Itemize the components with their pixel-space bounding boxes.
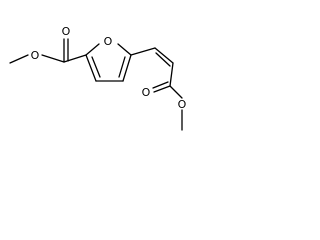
atom-ester1-carbonyl-oxygen: O xyxy=(62,25,71,38)
atom-ring-oxygen: O xyxy=(104,35,113,48)
bond-ring-double-inner-right xyxy=(118,56,126,78)
bond-ester1-to-ring xyxy=(63,54,87,63)
bond-vinyl-to-ester2 xyxy=(169,62,174,87)
bond-c-o-double-ester2-b xyxy=(152,81,169,89)
bond-c-o-double-ester2-a xyxy=(153,85,171,93)
bond-ring-c3-c2 xyxy=(85,54,97,82)
bond-ring-double-inner-left xyxy=(91,56,101,78)
atom-ester1-ether-oxygen: O xyxy=(31,49,40,62)
bond-o-c-ester1 xyxy=(41,54,65,63)
bond-vinyl-double-b xyxy=(155,52,171,67)
atom-ester2-ether-oxygen: O xyxy=(178,98,187,111)
bond-ring-c2-o xyxy=(85,43,100,56)
bond-methyl1-o xyxy=(9,54,29,64)
bond-ester2-o xyxy=(169,85,183,99)
atom-ester2-carbonyl-oxygen: O xyxy=(142,86,151,99)
molecule-diagram: O O O O O xyxy=(9,25,187,131)
bond-ring-o-c5 xyxy=(117,43,132,56)
structure-canvas: O O O O O xyxy=(0,0,214,145)
bond-c5-vinyl xyxy=(130,47,156,56)
bond-vinyl-double-a xyxy=(154,47,174,64)
bond-ring-c5-c4 xyxy=(122,54,132,82)
